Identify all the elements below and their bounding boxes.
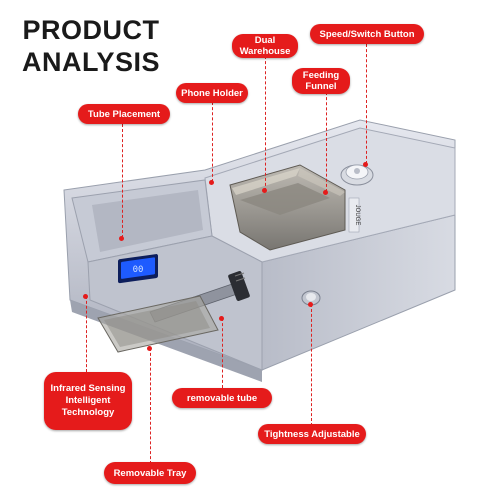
dot-tube-placement	[119, 236, 124, 241]
line-dual-warehouse	[265, 56, 266, 191]
line-removable-tube	[222, 318, 223, 388]
title-line-2: ANALYSIS	[21, 47, 161, 77]
line-tube-placement	[122, 124, 123, 238]
dot-dual-warehouse	[262, 188, 267, 193]
label-removable-tube: removable tube	[172, 388, 272, 408]
title-line-1: PRODUCT	[22, 15, 160, 45]
display-readout: 00	[133, 265, 144, 275]
dot-tightness	[308, 302, 313, 307]
feeding-funnel	[229, 164, 346, 251]
removable-tray	[97, 295, 219, 353]
line-phone-holder	[212, 102, 213, 182]
line-feeding-funnel	[326, 92, 327, 192]
dot-removable-tray	[147, 346, 152, 351]
line-removable-tray	[150, 348, 151, 464]
label-dual-warehouse: Dual Warehouse	[232, 34, 298, 58]
dot-speed-switch	[363, 162, 368, 167]
page-title: PRODUCT ANALYSIS	[16, 14, 166, 78]
line-tightness	[311, 304, 312, 426]
line-infrared	[86, 296, 87, 372]
led-display: 00	[118, 254, 158, 284]
label-feeding-funnel: Feeding Funnel	[292, 68, 350, 94]
label-speed-switch: Speed/Switch Button	[310, 24, 424, 44]
brand-plate: JOUGE	[348, 197, 360, 233]
dot-infrared	[83, 294, 88, 299]
label-tube-placement: Tube Placement	[78, 104, 170, 124]
dot-phone-holder	[209, 180, 214, 185]
label-tightness: Tightness Adjustable	[258, 424, 366, 444]
label-phone-holder: Phone Holder	[176, 83, 248, 103]
dot-feeding-funnel	[323, 190, 328, 195]
brand-text: JOUGE	[354, 205, 360, 226]
dot-removable-tube	[219, 316, 224, 321]
speed-switch-knob	[340, 164, 374, 186]
label-removable-tray: Removable Tray	[104, 462, 196, 484]
label-infrared: Infrared Sensing Intelligent Technology	[44, 372, 132, 430]
line-speed-switch	[366, 44, 367, 164]
